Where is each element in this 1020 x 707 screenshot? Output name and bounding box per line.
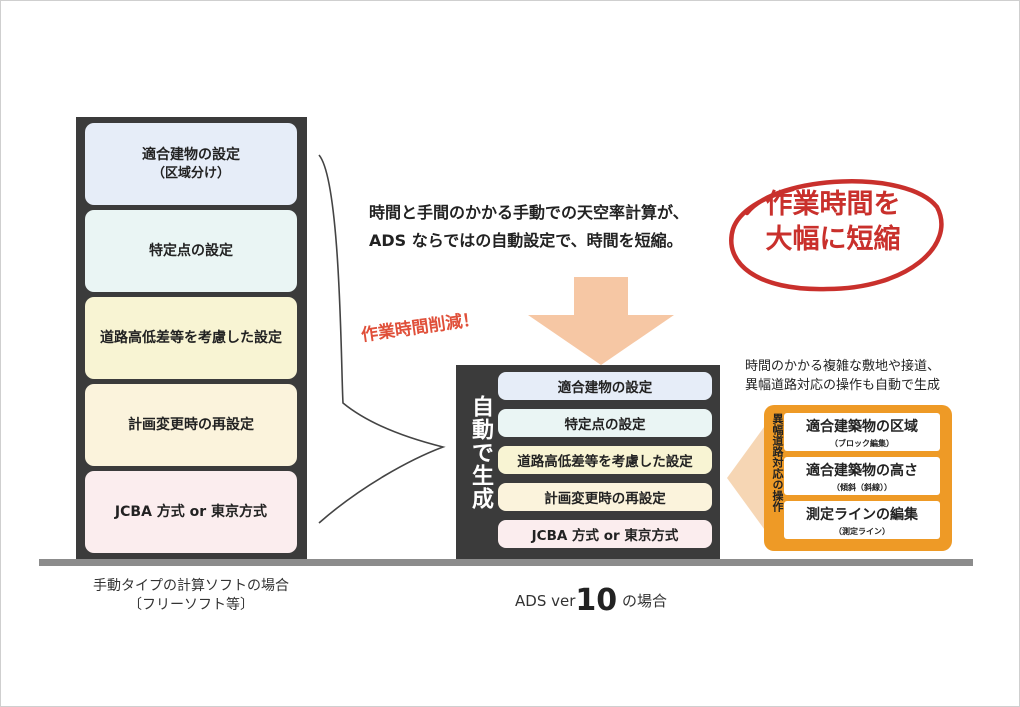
manual-step-point: 特定点の設定	[85, 210, 297, 292]
ads-step-label: JCBA 方式 or 東京方式	[531, 528, 679, 544]
complex-item-label: 適合建築物の区域	[806, 418, 918, 435]
stamp-line2: 大幅に短縮	[765, 224, 901, 256]
complex-item-height: 適合建築物の高さ （傾斜（斜線））	[784, 457, 940, 495]
ads-step-label: 適合建物の設定	[557, 380, 653, 396]
ads-step-label: 道路高低差等を考慮した設定	[517, 454, 693, 470]
stamp-circle	[729, 179, 944, 292]
manual-stack: 適合建物の設定 （区域分け） 特定点の設定 道路高低差等を考慮した設定 計画変更…	[76, 117, 307, 559]
reduction-bracket	[318, 154, 446, 524]
message-line2: ADS ならではの自動設定で、時間を短縮。	[369, 231, 683, 250]
complex-item-area: 適合建築物の区域 （ブロック編集）	[784, 413, 940, 451]
stamp-line1: 作業時間を	[765, 189, 901, 220]
stamp-text: 作業時間を 大幅に短縮	[717, 187, 949, 257]
manual-step-reset: 計画変更時の再設定	[85, 384, 297, 466]
complex-item-sub: （測定ライン）	[834, 526, 890, 536]
message-line1: 時間と手間のかかる手動での天空率計算が、	[369, 203, 689, 222]
manual-step-label: 適合建物の設定	[142, 146, 240, 163]
manual-step-label: 特定点の設定	[149, 242, 233, 259]
complex-item-sub: （傾斜（斜線））	[832, 482, 892, 492]
complex-note-line2: 異幅道路対応の操作も自動で生成	[745, 377, 941, 393]
manual-caption-line1: 手動タイプの計算ソフトの場合	[93, 578, 289, 594]
ads-side-label: 自動で生成	[468, 395, 493, 510]
ads-step-point: 特定点の設定	[498, 409, 712, 437]
ads-caption-version: 10	[575, 583, 618, 618]
ads-step-road: 道路高低差等を考慮した設定	[498, 446, 712, 474]
ads-step-building: 適合建物の設定	[498, 372, 712, 400]
ads-stack: 自動で生成 適合建物の設定 特定点の設定 道路高低差等を考慮した設定 計画変更時…	[456, 365, 720, 559]
complex-side-label: 異幅道路対応の操作	[771, 413, 784, 512]
manual-step-label: JCBA 方式 or 東京方式	[114, 503, 268, 520]
complex-item-sub: （ブロック編集）	[830, 438, 894, 448]
ads-step-reset: 計画変更時の再設定	[498, 483, 712, 511]
ground-line	[39, 559, 973, 566]
ads-caption-suffix: の場合	[617, 592, 667, 610]
manual-caption: 手動タイプの計算ソフトの場合 〔フリーソフト等〕	[41, 577, 341, 615]
manual-step-sub: （区域分け）	[151, 165, 230, 181]
complex-item-line: 測定ラインの編集 （測定ライン）	[784, 501, 940, 539]
complex-note: 時間のかかる複雑な敷地や接道、 異幅道路対応の操作も自動で生成	[745, 358, 940, 396]
manual-caption-line2: 〔フリーソフト等〕	[128, 596, 254, 613]
manual-step-method: JCBA 方式 or 東京方式	[85, 471, 297, 553]
ads-caption-prefix: ADS ver	[515, 592, 576, 610]
time-saving-stamp: 作業時間を 大幅に短縮	[717, 167, 949, 297]
message: 時間と手間のかかる手動での天空率計算が、 ADS ならではの自動設定で、時間を短…	[369, 199, 689, 255]
complex-item-label: 適合建築物の高さ	[806, 462, 918, 479]
manual-step-building: 適合建物の設定 （区域分け）	[85, 123, 297, 205]
down-arrow-icon	[528, 277, 674, 365]
manual-step-label: 計画変更時の再設定	[128, 416, 254, 433]
ads-caption: ADS ver10 の場合	[441, 581, 741, 622]
manual-step-road: 道路高低差等を考慮した設定	[85, 297, 297, 379]
complex-panel: 異幅道路対応の操作 適合建築物の区域 （ブロック編集） 適合建築物の高さ （傾斜…	[764, 405, 952, 551]
ads-step-label: 計画変更時の再設定	[544, 491, 666, 507]
chevron-left-icon	[727, 423, 767, 533]
ads-step-label: 特定点の設定	[564, 417, 646, 433]
complex-note-line1: 時間のかかる複雑な敷地や接道、	[745, 359, 941, 374]
ads-step-method: JCBA 方式 or 東京方式	[498, 520, 712, 548]
complex-item-label: 測定ラインの編集	[806, 506, 918, 523]
manual-step-label: 道路高低差等を考慮した設定	[100, 329, 282, 346]
